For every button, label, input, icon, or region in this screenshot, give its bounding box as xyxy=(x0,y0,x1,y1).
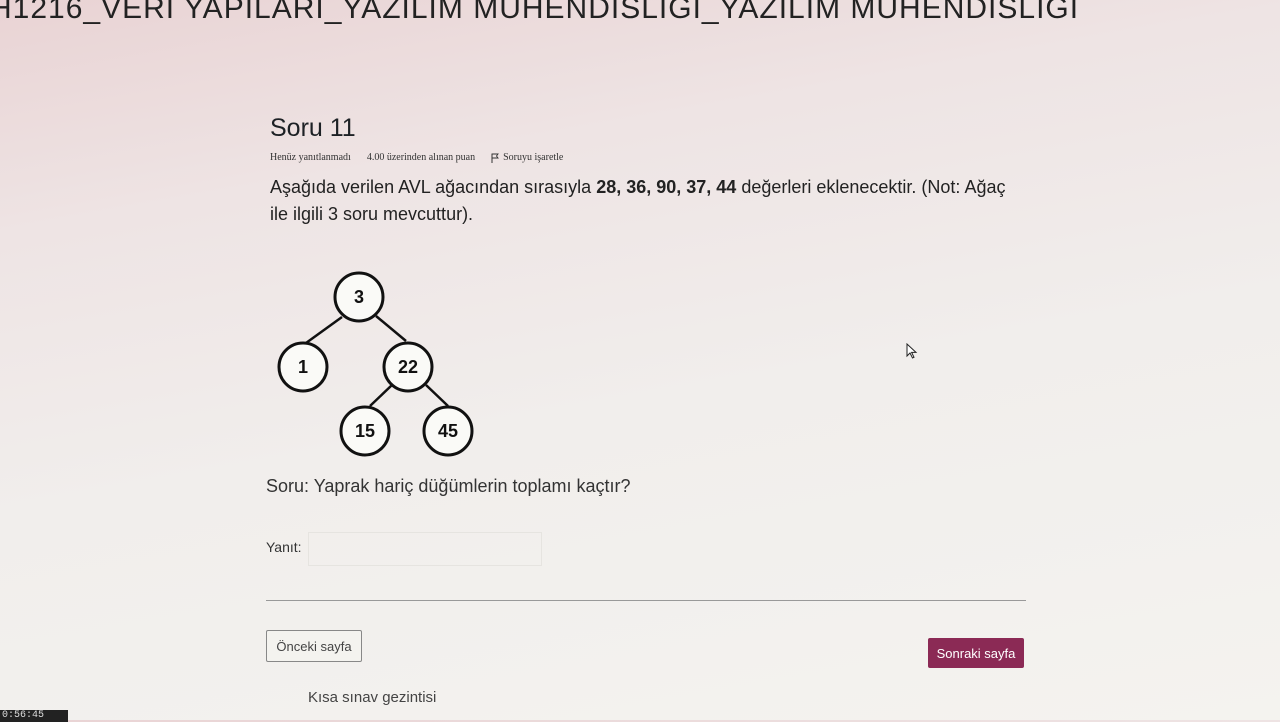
edge-22-15 xyxy=(369,384,393,407)
question-info: Henüz yanıtlanmadı 4.00 üzerinden alınan… xyxy=(270,152,563,163)
course-title: H1216_VERİ YAPILARI_YAZILIM MÜHENDİSLİĞİ… xyxy=(0,0,1080,25)
tree-node-label: 22 xyxy=(398,357,418,377)
tree-node-right-right: 45 xyxy=(422,405,474,457)
tree-node-label: 15 xyxy=(355,421,375,441)
quiz-navigation-link[interactable]: Kısa sınav gezintisi xyxy=(308,689,437,706)
previous-page-button[interactable]: Önceki sayfa xyxy=(266,630,362,662)
question-text: Aşağıda verilen AVL ağacından sırasıyla … xyxy=(270,174,1010,228)
timer: 0:56:45 xyxy=(0,710,68,722)
tree-node-root: 3 xyxy=(333,271,385,323)
flag-question-label: Soruyu işaretle xyxy=(503,152,564,163)
divider xyxy=(266,600,1026,601)
sub-question: Soru: Yaprak hariç düğümlerin toplamı ka… xyxy=(266,476,631,496)
edge-3-22 xyxy=(375,315,407,342)
tree-node-right-left: 15 xyxy=(339,405,391,457)
answer-input[interactable] xyxy=(308,532,542,566)
next-page-button[interactable]: Sonraki sayfa xyxy=(928,638,1024,668)
edge-3-1 xyxy=(305,315,343,345)
tree-node-label: 45 xyxy=(438,421,458,441)
avl-tree-diagram: 3 1 22 15 45 xyxy=(277,271,474,457)
edge-22-45 xyxy=(425,384,449,407)
question-text-before: Aşağıda verilen AVL ağacından sırasıyla xyxy=(270,177,597,197)
question-values: 28, 36, 90, 37, 44 xyxy=(596,177,737,197)
tree-node-label: 3 xyxy=(354,287,364,307)
question-status: Henüz yanıtlanmadı xyxy=(270,152,351,163)
mouse-pointer-icon xyxy=(906,343,918,359)
question-title: Soru 11 xyxy=(270,114,356,142)
tree-node-left: 1 xyxy=(277,341,329,393)
tree-node-label: 1 xyxy=(298,357,308,377)
flag-question-link[interactable]: Soruyu işaretle xyxy=(491,152,563,163)
flag-icon xyxy=(491,153,500,163)
answer-label: Yanıt: xyxy=(266,539,302,555)
question-points: 4.00 üzerinden alınan puan xyxy=(366,152,476,163)
question-text-after: değerleri eklenecektir. (Not: Ağaç ile i… xyxy=(270,177,1006,224)
tree-node-right: 22 xyxy=(382,341,434,393)
